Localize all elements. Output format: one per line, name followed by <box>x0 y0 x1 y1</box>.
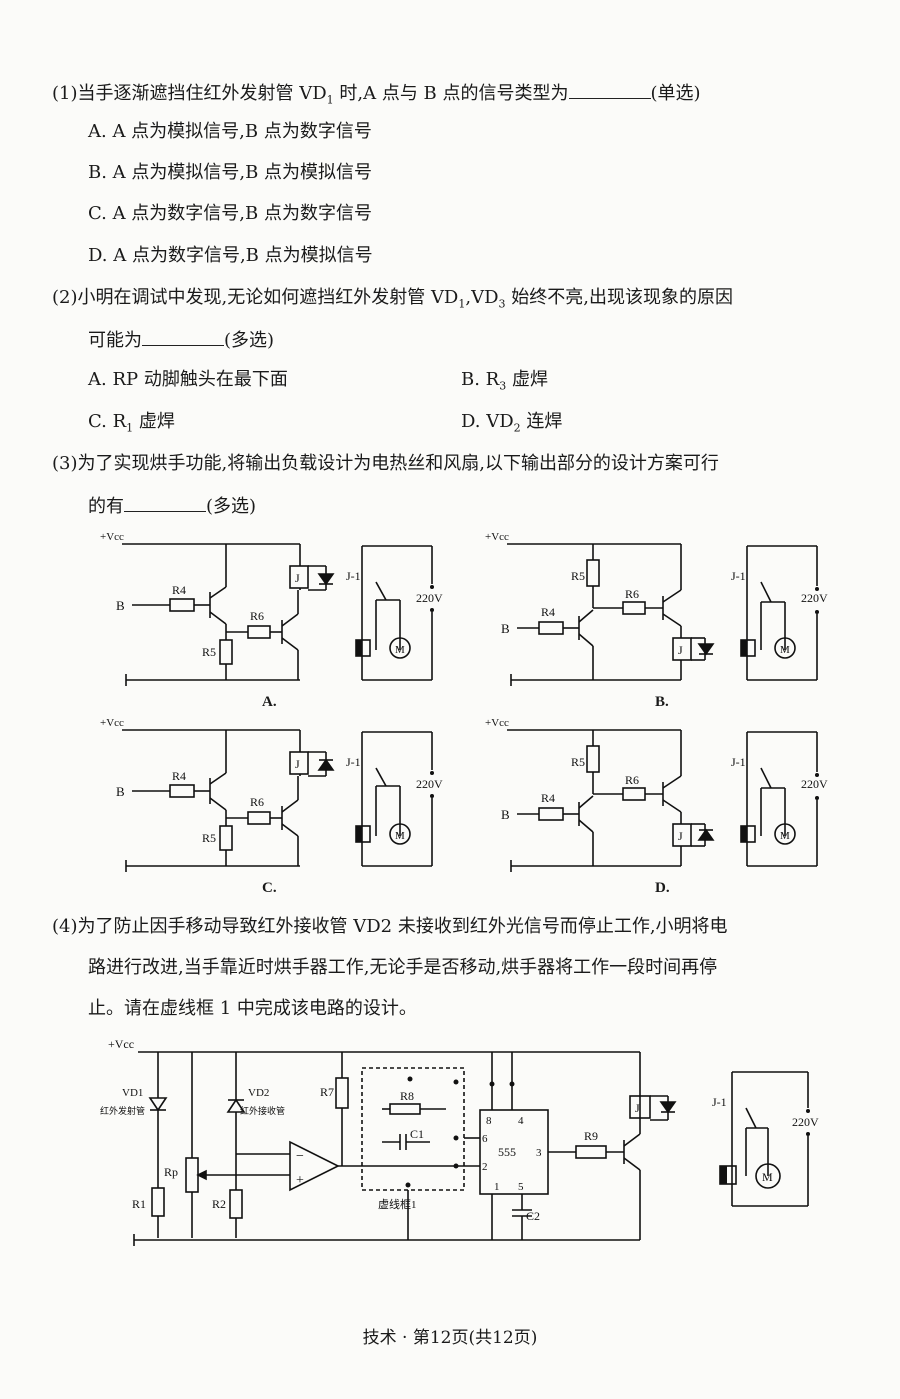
pin5-label: 5 <box>518 1181 524 1193</box>
pin8-label: 8 <box>486 1115 492 1127</box>
r6-label: R6 <box>250 609 264 623</box>
opamp-plus: + <box>296 1173 304 1188</box>
j-label: J <box>678 829 683 843</box>
q1-option-b: B. A 点为模拟信号,B 点为模拟信号 <box>88 162 373 183</box>
j1-label: J-1 <box>346 755 361 769</box>
j1-label: J-1 <box>731 755 746 769</box>
220v-label: 220V <box>416 777 443 791</box>
pin3-label: 3 <box>536 1147 542 1159</box>
motor-label: M <box>395 830 405 842</box>
r9-label: R9 <box>584 1129 598 1143</box>
q4-stem: (4)为了防止因手移动导致红外接收管 VD2 未接收到红外光信号而停止工作,小明… <box>52 916 728 937</box>
rp-label: Rp <box>164 1165 178 1179</box>
chip-label: 555 <box>498 1145 516 1159</box>
answer-blank-1[interactable] <box>568 80 651 99</box>
q2-stem: (2)小明在调试中发现,无论如何遮挡红外发射管 VD1,VD3 始终不亮,出现该… <box>52 287 733 311</box>
page-footer: 技术 · 第12页(共12页) <box>362 1328 538 1348</box>
answer-blank-2[interactable] <box>142 327 224 346</box>
vcc-label: +Vcc <box>108 1037 134 1051</box>
circuit-555: +Vcc VD1 红外发射管 VD2 红外接收管 Rp R1 R2 R7 R8 … <box>100 1037 819 1246</box>
r4-label: R4 <box>541 605 555 619</box>
r6-label: R6 <box>625 773 639 787</box>
pin4-label: 4 <box>518 1115 524 1127</box>
vd1-label: VD1 <box>122 1087 143 1099</box>
motor-label: M <box>395 644 405 656</box>
q3-stem: (3)为了实现烘手功能,将输出负载设计为电热丝和风扇,以下输出部分的设计方案可行 <box>52 453 719 474</box>
j-label: J <box>635 1101 640 1115</box>
q3-stem-2: 的有(多选) <box>88 493 256 519</box>
j-label: J <box>678 643 683 657</box>
q1-stem: (1)当手逐渐遮挡住红外发射管 VD1 时,A 点与 B 点的信号类型为(单选) <box>52 80 701 113</box>
220v-label: 220V <box>801 591 828 605</box>
r5-label: R5 <box>571 569 585 583</box>
c2-label: C2 <box>526 1209 540 1223</box>
r5-label: R5 <box>202 645 216 659</box>
r6-label: R6 <box>250 795 264 809</box>
motor-label: M <box>780 830 790 842</box>
caption-a: A. <box>262 694 277 710</box>
220v-label: 220V <box>792 1115 819 1129</box>
vd2-name: 红外接收管 <box>240 1105 285 1116</box>
q4-stem-2: 路进行改进,当手靠近时烘手器工作,无论手是否移动,烘手器将工作一段时间再停 <box>88 957 718 978</box>
opamp-minus: − <box>296 1149 304 1164</box>
r1-label: R1 <box>132 1197 146 1211</box>
q4-stem-3: 止。请在虚线框 1 中完成该电路的设计。 <box>88 998 417 1019</box>
vcc-label: +Vcc <box>485 717 509 729</box>
c1-label: C1 <box>410 1127 424 1141</box>
220v-label: 220V <box>801 777 828 791</box>
220v-label: 220V <box>416 591 443 605</box>
r8-label: R8 <box>400 1089 414 1103</box>
vcc-label: +Vcc <box>100 717 124 729</box>
circuit-b: +Vcc R5 R6 R4 B J J-1 220V M <box>485 531 828 686</box>
q2-option-b: B. R3 虚焊 <box>461 369 548 393</box>
circuit-c: +Vcc B R4 R6 R5 J J-1 220V M <box>100 717 443 872</box>
dashed-box-label: 虚线框1 <box>378 1197 417 1211</box>
r4-label: R4 <box>172 769 186 783</box>
q1-option-c: C. A 点为数字信号,B 点为数字信号 <box>88 203 372 224</box>
pin6-label: 6 <box>482 1133 488 1145</box>
vcc-label: +Vcc <box>100 531 124 543</box>
j1-label: J-1 <box>346 569 361 583</box>
r5-label: R5 <box>571 755 585 769</box>
j1-label: J-1 <box>731 569 746 583</box>
motor-label: M <box>780 644 790 656</box>
caption-b: B. <box>655 694 669 710</box>
j-label: J <box>295 757 300 771</box>
caption-d: D. <box>655 880 670 896</box>
vd1-name: 红外发射管 <box>100 1105 145 1116</box>
r6-label: R6 <box>625 587 639 601</box>
q1-option-d: D. A 点为数字信号,B 点为模拟信号 <box>88 245 373 266</box>
r4-label: R4 <box>541 791 555 805</box>
circuit-d: +Vcc R5 R6 R4 B J J-1 220V M <box>485 717 828 872</box>
j-label: J <box>295 571 300 585</box>
q2-option-a: A. RP 动脚触头在最下面 <box>88 369 288 390</box>
b-label: B <box>501 807 510 822</box>
caption-c: C. <box>262 880 277 896</box>
r4-label: R4 <box>172 583 186 597</box>
circuit-a: +Vcc B R4 R6 R5 J J-1 220V M <box>100 531 443 686</box>
b-label: B <box>501 621 510 636</box>
q2-option-c: C. R1 虚焊 <box>88 411 175 435</box>
pin2-label: 2 <box>482 1161 488 1173</box>
r7-label: R7 <box>320 1085 334 1099</box>
q2-option-d: D. VD2 连焊 <box>461 411 563 435</box>
b-label: B <box>116 784 125 799</box>
j1-label: J-1 <box>712 1095 727 1109</box>
r2-label: R2 <box>212 1197 226 1211</box>
answer-blank-3[interactable] <box>124 493 206 512</box>
r5-label: R5 <box>202 831 216 845</box>
q1-option-a: A. A 点为模拟信号,B 点为数字信号 <box>88 121 372 142</box>
b-label: B <box>116 598 125 613</box>
vd2-label: VD2 <box>248 1087 269 1099</box>
vcc-label: +Vcc <box>485 531 509 543</box>
motor-label: M <box>762 1170 773 1184</box>
q2-stem-2: 可能为(多选) <box>88 327 274 353</box>
pin1-label: 1 <box>494 1181 500 1193</box>
